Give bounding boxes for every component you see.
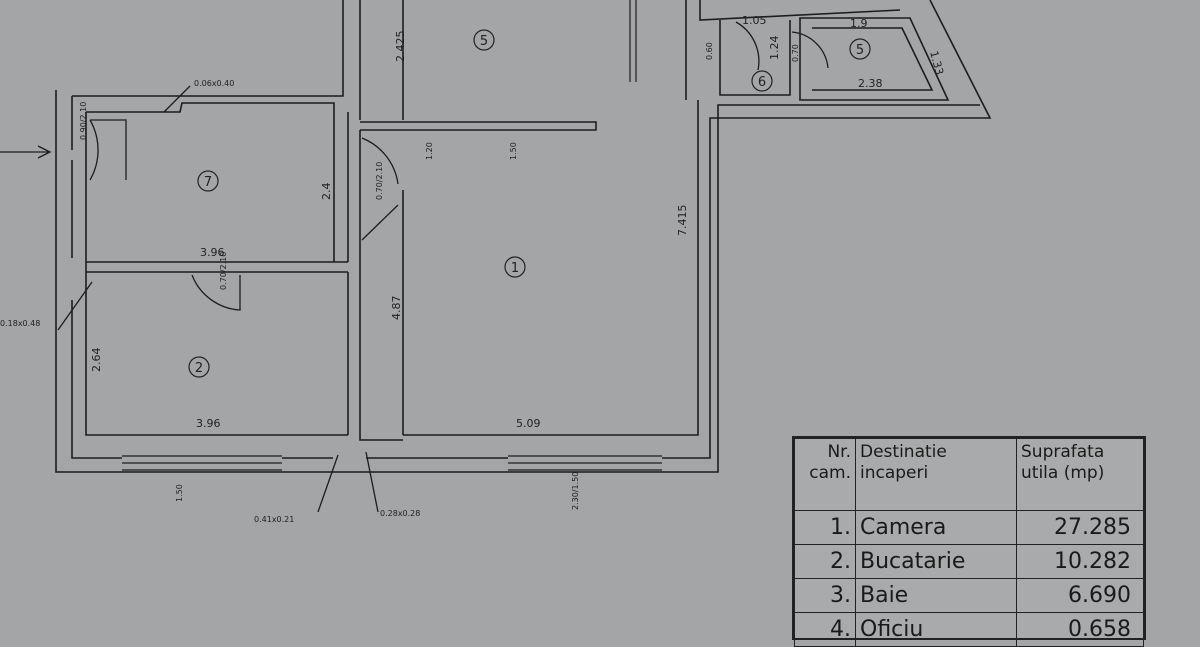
opening-top-left: 0.06x0.40: [194, 79, 234, 88]
opening-left: 0.18x0.48: [0, 319, 40, 328]
floor-plan-page: 5 7 1 2 6 5 3.96 2.4 3.96 2.64 5.09 7.41…: [0, 0, 1146, 647]
legend-row: 1. Camera 27.285: [794, 510, 1144, 545]
outer-wall-outer-line: [55, 90, 980, 473]
inner-wall-left: [85, 112, 348, 436]
dim-5-side: 1.33: [927, 49, 946, 76]
room-1-number: 1: [511, 261, 519, 276]
legend-header-area: Suprafata utila (mp): [1016, 438, 1144, 511]
room-legend-table: Nr. cam. Destinatie incaperi Suprafata u…: [792, 436, 1146, 647]
legend-header-nr: Nr. cam.: [794, 438, 856, 511]
room-7-number: 7: [204, 175, 212, 190]
wall-5-inner: [812, 27, 934, 91]
wall-7-top: [86, 102, 335, 262]
wall-hall-right: [359, 100, 699, 441]
door-swing-2: [191, 274, 241, 311]
dim-7-width: 3.96: [200, 246, 225, 259]
room-5-marker: [849, 38, 871, 60]
door-hall-4a-label: 1.20: [425, 142, 434, 160]
wall-5: [799, 17, 950, 101]
legend-row-area: 27.285: [1016, 510, 1144, 545]
dim-2-height: 2.64: [90, 348, 103, 373]
legend-row-nr: 2.: [794, 544, 856, 579]
legend-row-area: 6.690: [1016, 578, 1144, 613]
legend-row: 3. Baie 6.690: [794, 578, 1144, 613]
room-2-number: 2: [195, 361, 203, 376]
door-hall-4b-label: 1.50: [509, 142, 518, 160]
window-kitchen: [122, 455, 282, 471]
leader-o-bottom-mid: [365, 451, 379, 513]
wall-6-top: [699, 0, 901, 21]
window-room-4: [629, 0, 637, 82]
legend-row: 2. Bucatarie 10.282: [794, 544, 1144, 579]
legend-header-name: Destinatie incaperi: [855, 438, 1017, 511]
wall-6: [719, 20, 791, 96]
dim-7-height: 2.4: [320, 183, 333, 201]
legend-row-nr: 1.: [794, 510, 856, 545]
legend-header-row: Nr. cam. Destinatie incaperi Suprafata u…: [794, 438, 1144, 511]
door-swing-entry: [89, 119, 127, 181]
dim-hall-height: 4.87: [390, 296, 403, 321]
door-swing-hall-lower: [361, 204, 399, 241]
room-4-marker: [473, 29, 495, 51]
door-swing-6: [735, 21, 760, 71]
door-6-label: 0.60: [705, 42, 714, 60]
wall-7-2-split: [86, 261, 348, 273]
window-room-1: [508, 455, 662, 471]
entry-arrow: [0, 145, 52, 159]
window-kitchen-label: 1.50: [175, 484, 184, 502]
window-room-1-label: 2.30/1.50: [571, 472, 580, 510]
opening-bottom-mid: 0.28x0.28: [380, 509, 420, 518]
leader-o-top-left: [163, 85, 191, 113]
dim-2-width: 3.96: [196, 417, 221, 430]
opening-bottom-left: 0.41x0.21: [254, 515, 294, 524]
door-hall-label: 0.70/2.10: [375, 162, 384, 200]
dim-6-width: 1.05: [742, 14, 767, 27]
legend-row-nr: 3.: [794, 578, 856, 613]
room-4-number: 5: [480, 34, 488, 49]
door-swing-5: [791, 31, 829, 69]
dim-1-height: 7.415: [676, 205, 689, 237]
door-swing-hall: [361, 137, 399, 185]
dim-6-small: 1.24: [768, 36, 781, 61]
outer-wall: [71, 0, 992, 459]
floor-plan-drawing: 5 7 1 2 6 5 3.96 2.4 3.96 2.64 5.09 7.41…: [0, 0, 992, 524]
wall-4-left: [359, 0, 404, 120]
dim-1-width: 5.09: [516, 417, 541, 430]
legend-row-area: 10.282: [1016, 544, 1144, 579]
leader-o-left: [57, 281, 93, 331]
door-entry-label: 0.90/2.10: [79, 102, 88, 140]
room-6-marker: [751, 70, 773, 92]
room-1-marker: [504, 256, 526, 278]
door-5-label: 0.70: [791, 44, 800, 62]
leader-o-bottom-left: [317, 454, 339, 513]
dim-5-width-bottom: 2.38: [858, 77, 883, 90]
wall-4-1: [360, 121, 597, 131]
room-5-number: 5: [856, 43, 864, 58]
legend-row-name: Camera: [855, 510, 1017, 545]
door-2-label: 0.70/2.10: [219, 252, 228, 290]
room-6-number: 6: [758, 75, 766, 90]
legend-row-name: Bucatarie: [855, 544, 1017, 579]
room-7-marker: [197, 170, 219, 192]
dim-5-width-top: 1.9: [850, 17, 868, 30]
dim-4-height: 2.425: [394, 31, 407, 63]
legend-row-name: Baie: [855, 578, 1017, 613]
room-2-marker: [188, 356, 210, 378]
